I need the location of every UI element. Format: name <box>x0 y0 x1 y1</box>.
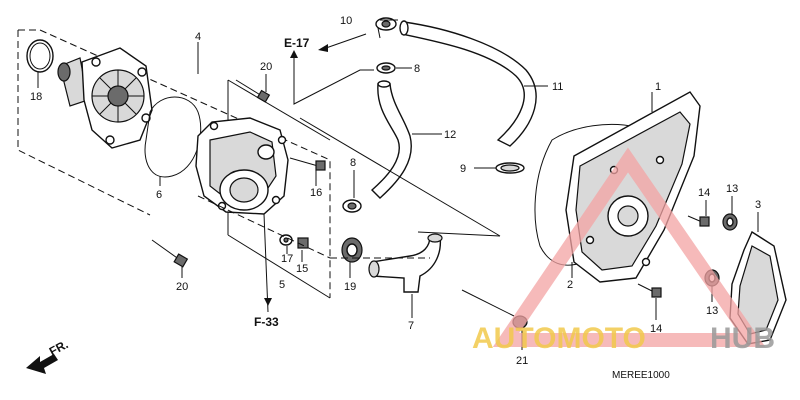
bolt-16 <box>289 157 326 171</box>
callout-6: 6 <box>156 189 162 201</box>
callout-19: 19 <box>344 281 356 293</box>
front-arrow: FR. <box>26 337 70 374</box>
watermark-text-a: AUTOMOTO <box>472 322 646 355</box>
callout-3: 3 <box>755 199 761 211</box>
callout-8-top: 8 <box>414 63 420 75</box>
watermark: AUTOMOTO HUB <box>472 147 775 355</box>
bolt-14-upper <box>687 215 710 227</box>
seal-19 <box>341 237 363 263</box>
watermark-warning-triangle <box>492 147 766 347</box>
callout-20-bottom: 20 <box>176 281 188 293</box>
callout-7: 7 <box>408 320 414 332</box>
bolt-20-top <box>235 79 271 103</box>
callout-10: 10 <box>340 15 352 27</box>
bolt-20-bottom <box>151 239 189 268</box>
callout-leaders <box>37 19 759 350</box>
gasket-6 <box>144 96 202 178</box>
callout-9: 9 <box>460 163 466 175</box>
clamp-10 <box>375 17 397 39</box>
drawing-code: MEREE1000 <box>612 370 670 381</box>
ref-f33: F-33 <box>254 315 279 329</box>
water-pump <box>57 47 153 149</box>
elbow-joint-7 <box>368 233 443 293</box>
callout-13-upper: 13 <box>726 183 738 195</box>
o-ring-18 <box>26 39 54 73</box>
callout-15: 15 <box>296 263 308 275</box>
callout-17: 17 <box>281 253 293 265</box>
ref-leaders <box>197 33 501 313</box>
callout-5: 5 <box>279 279 285 291</box>
callout-14-lower: 14 <box>650 323 662 335</box>
callout-14-upper: 14 <box>698 187 710 199</box>
callout-21: 21 <box>516 355 528 367</box>
callout-4: 4 <box>195 31 201 43</box>
callout-18: 18 <box>30 91 42 103</box>
callout-20-top: 20 <box>260 61 272 73</box>
bolt-14-lower <box>637 283 662 298</box>
callout-13-lower: 13 <box>706 305 718 317</box>
watermark-text-b: HUB <box>710 322 775 355</box>
clip-8-top <box>376 62 396 74</box>
hose-11-end <box>399 20 409 36</box>
hose-11 <box>401 21 537 147</box>
callout-1: 1 <box>655 81 661 93</box>
callout-11: 11 <box>552 81 563 93</box>
front-arrow-icon <box>26 354 58 374</box>
callout-numbers: 1 2 3 4 5 6 7 8 8 9 10 11 12 13 13 14 14… <box>30 15 761 367</box>
ref-e17: E-17 <box>284 36 310 50</box>
clip-8-lower <box>342 199 362 213</box>
grommet-13-upper <box>722 213 738 231</box>
callout-2: 2 <box>567 279 573 291</box>
callout-16: 16 <box>310 187 322 199</box>
bolt-15 <box>297 237 309 249</box>
callout-12: 12 <box>444 129 456 141</box>
front-arrow-label: FR. <box>47 337 71 358</box>
callout-8-lower: 8 <box>350 157 356 169</box>
washer-17 <box>279 234 293 246</box>
clamp-9 <box>495 162 525 174</box>
crankcase-cover-1 <box>565 91 701 283</box>
hose-12 <box>370 83 412 199</box>
pump-cover <box>195 117 289 215</box>
hose-12-end <box>377 80 391 88</box>
